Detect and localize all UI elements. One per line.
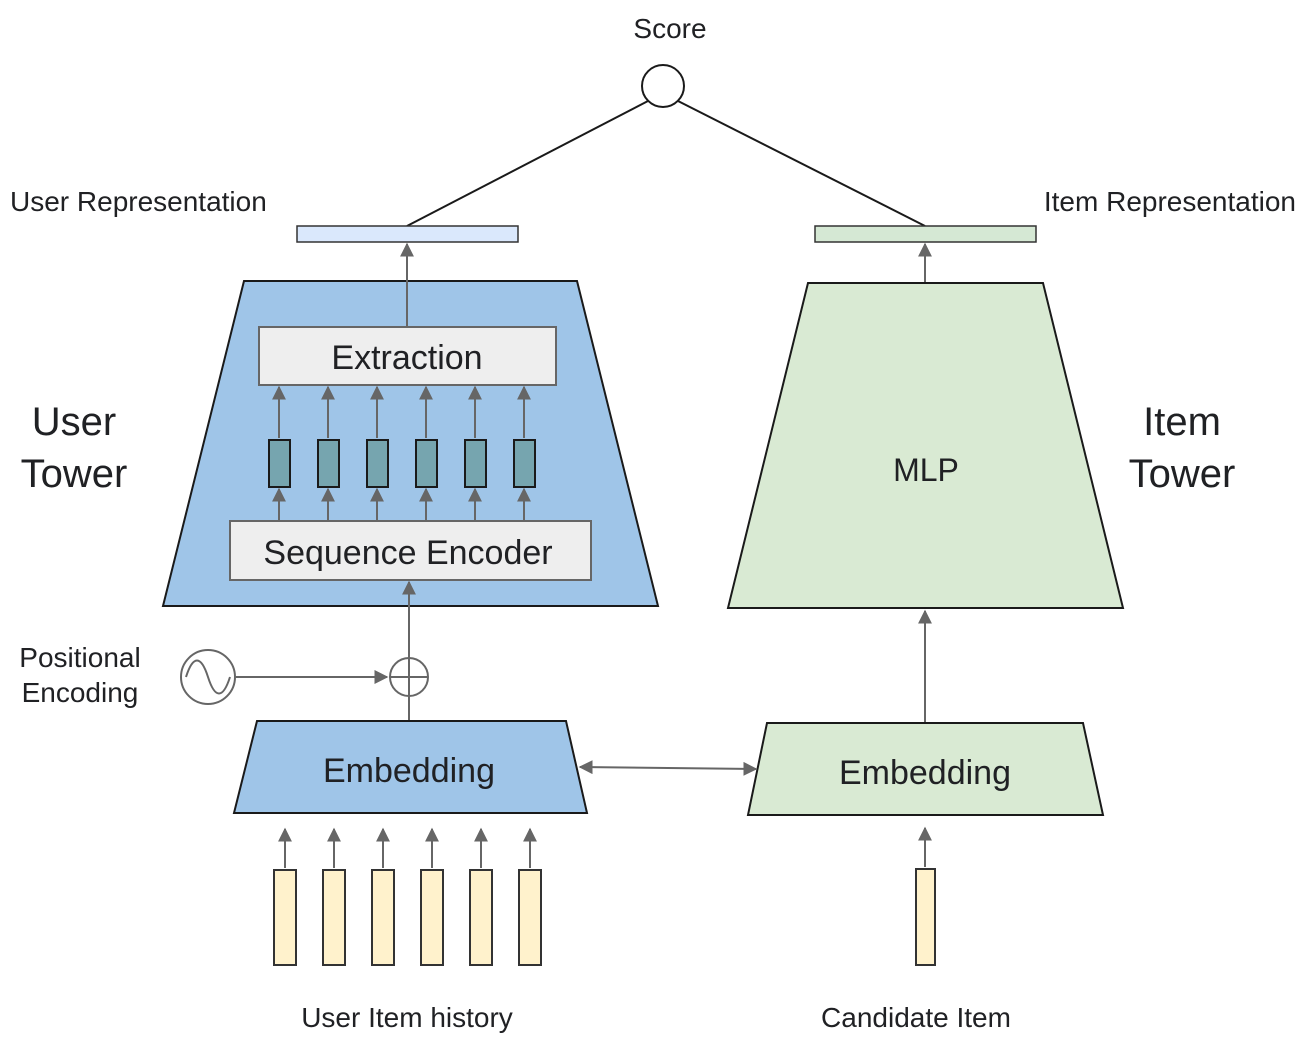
- history-item-vector: [518, 869, 542, 966]
- history-item-vector: [469, 869, 493, 966]
- hidden-state-vector: [317, 439, 340, 488]
- extraction-box: [258, 326, 557, 386]
- hidden-state-vector: [415, 439, 438, 488]
- score-label: Score: [633, 13, 706, 44]
- history-item-vector: [273, 869, 297, 966]
- user-embedding-body: [232, 720, 589, 814]
- hidden-state-vector: [366, 439, 389, 488]
- user-representation-vector: [296, 225, 519, 243]
- item-tower-label-line2: Tower: [1129, 452, 1236, 496]
- item-embedding-label: Embedding: [839, 754, 1011, 792]
- item-representation-label: Item Representation: [1044, 186, 1296, 217]
- user-tower-label-line2: Tower: [21, 452, 128, 496]
- user-to-score-line: [406, 100, 649, 227]
- user-representation-label: User Representation: [10, 186, 267, 217]
- history-item-vector: [322, 869, 346, 966]
- user-embedding-label: Embedding: [323, 752, 495, 790]
- score-node: [641, 64, 685, 108]
- positional-encoding-label-line1: Positional: [19, 642, 140, 673]
- candidate-item-vector: [915, 868, 936, 966]
- history-item-vector: [371, 869, 395, 966]
- history-item-vector: [420, 869, 444, 966]
- hidden-states-group: [268, 385, 536, 520]
- candidate-item-label: Candidate Item: [821, 1002, 1011, 1033]
- hidden-state-vector: [513, 439, 536, 488]
- positional-encoding-label-line2: Encoding: [22, 677, 139, 708]
- sine-wave-curve: [185, 659, 231, 695]
- mlp-label: MLP: [893, 452, 959, 488]
- item-tower-label-line1: Item: [1143, 400, 1221, 444]
- sequence-encoder-label: Sequence Encoder: [263, 534, 552, 572]
- item-tower-body: [726, 282, 1125, 609]
- hidden-state-vector: [268, 439, 291, 488]
- user-tower-label-line1: User: [32, 400, 116, 444]
- item-to-score-line: [677, 100, 926, 227]
- item-representation-vector: [814, 225, 1037, 243]
- item-embedding-body: [746, 722, 1105, 816]
- user-item-history-label: User Item history: [301, 1002, 513, 1033]
- user-item-history-group: [273, 827, 542, 966]
- shared-embedding-arrow: [578, 760, 758, 776]
- sequence-encoder-box: [229, 520, 592, 581]
- hidden-state-vector: [464, 439, 487, 488]
- extraction-label: Extraction: [331, 339, 482, 377]
